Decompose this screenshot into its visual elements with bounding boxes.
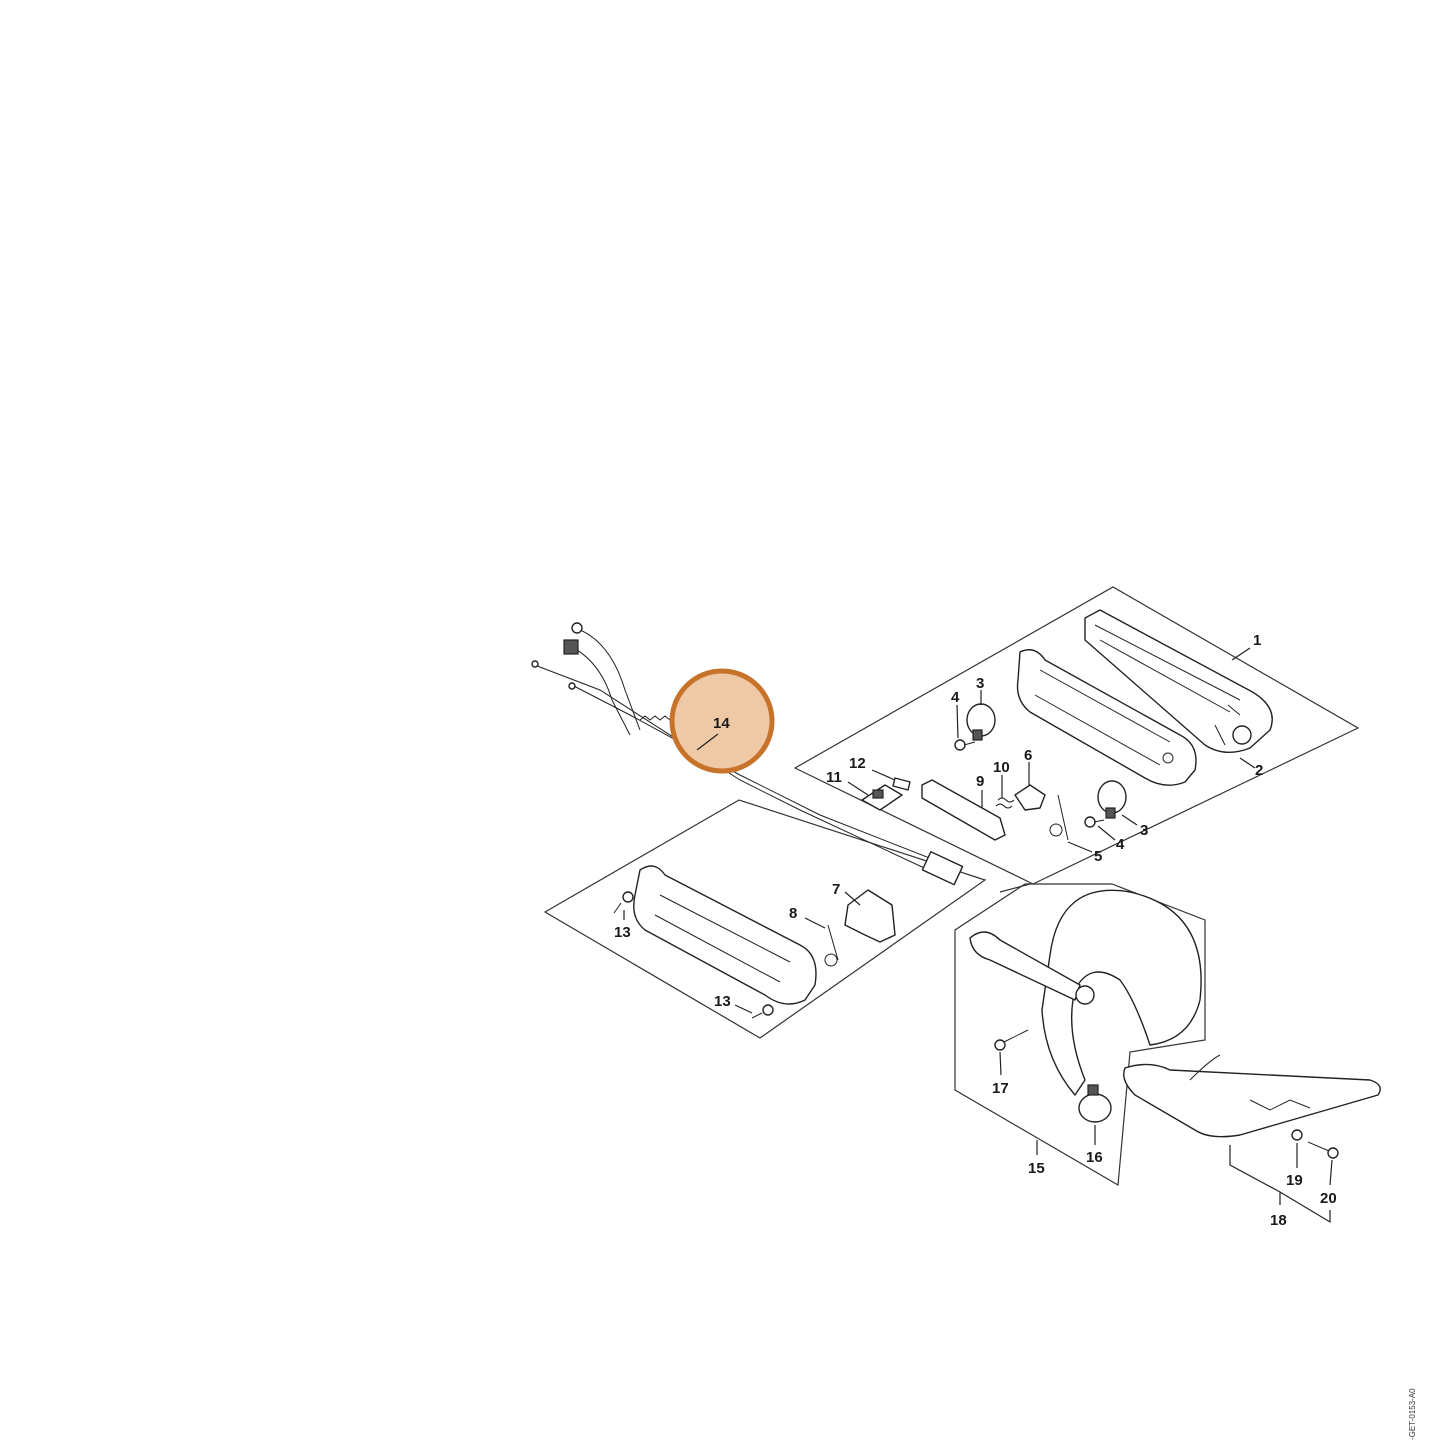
screw-mid [1084,816,1105,828]
screw-17 [994,1029,1029,1051]
callout-10: 10 [993,759,1010,776]
callout-2: 2 [1255,762,1263,779]
callout-9: 9 [976,773,984,790]
trigger-spring [824,924,839,967]
callout-7: 7 [832,881,840,898]
callout-4-top: 4 [951,689,960,706]
callout-6: 6 [1024,747,1032,764]
torsion-spring [995,797,1015,809]
barrier-bar [1123,1054,1381,1138]
clamp-ring-mid [1097,780,1127,819]
callout-17: 17 [992,1080,1009,1097]
loop-handle [969,889,1202,1096]
clamp-ring-top [966,703,996,741]
callout-12: 12 [849,755,866,772]
callout-15: 15 [1028,1160,1045,1177]
callout-3-top: 3 [976,675,984,692]
callout-4-mid: 4 [1116,836,1125,853]
pin [892,777,911,791]
handle-housing-upper [1084,609,1273,753]
callout-18: 18 [1270,1212,1287,1229]
callout-14: 14 [713,715,730,732]
screw-13-top [613,891,634,914]
stop-switch [861,784,903,811]
callout-16: 16 [1086,1149,1103,1166]
drawing-code: -GET-0153-A0 [1408,1388,1417,1440]
clamp-16 [1078,1084,1112,1123]
callout-1: 1 [1253,632,1261,649]
callout-13-left: 13 [614,924,631,941]
callout-3-mid: 3 [1140,822,1148,839]
handle-housing-lower [1016,649,1197,786]
callout-11: 11 [826,769,842,786]
callout-19: 19 [1286,1172,1303,1189]
spring [1049,794,1069,841]
group-frame-lower [543,799,987,1039]
washer-19 [1291,1129,1303,1141]
interlock-lever [1014,784,1046,811]
screw-20 [1307,1141,1339,1159]
group-frame-upper [793,586,1360,885]
callout-8: 8 [789,905,797,922]
frame-connector [999,883,1031,893]
screw-top [954,739,976,751]
throttle-lever [921,779,1006,841]
callout-20: 20 [1320,1190,1337,1207]
screw-13-bottom [751,1004,774,1019]
leader-lines [623,647,1333,1224]
callout-5: 5 [1094,848,1102,865]
callout-13-bottom: 13 [714,993,731,1010]
highlight-marker[interactable] [669,668,775,774]
control-handle-body [633,865,817,1005]
callout-labels: 1 2 3 4 6 9 10 11 12 3 4 5 7 8 13 13 14 … [614,632,1337,1229]
